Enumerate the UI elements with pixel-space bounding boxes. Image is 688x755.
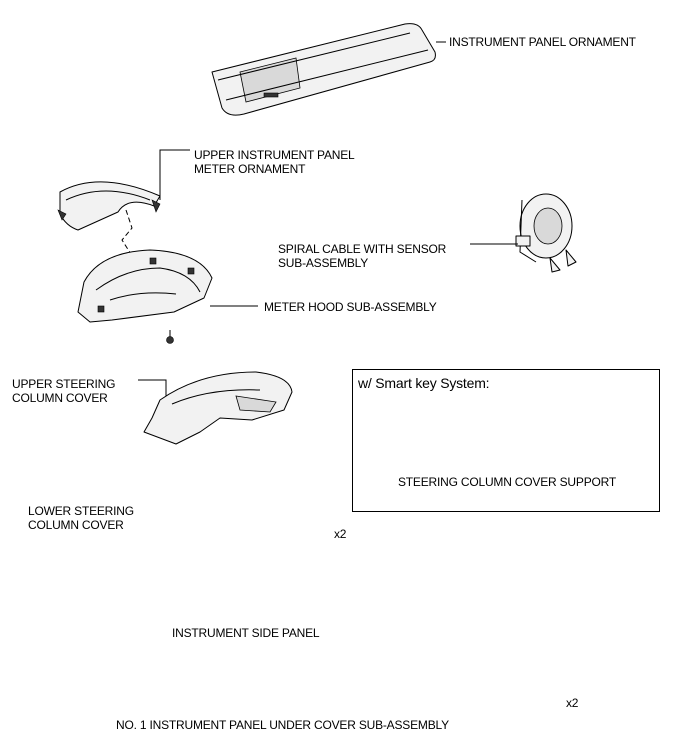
lower-column-cover-label-line2: COLUMN COVER	[28, 518, 124, 532]
smart-key-box	[352, 369, 660, 512]
lower-column-cover-label-line1: LOWER STEERING	[28, 504, 134, 518]
upper-meter-ornament-label-line2: METER ORNAMENT	[194, 162, 306, 176]
lower-cover-quantity: x2	[334, 527, 347, 541]
spiral-cable-label-line1: SPIRAL CABLE WITH SENSOR	[278, 242, 447, 256]
instrument-panel-ornament-part	[211, 23, 446, 116]
upper-column-cover-label-line2: COLUMN COVER	[12, 391, 108, 405]
upper-meter-ornament-label-line1: UPPER INSTRUMENT PANEL	[194, 148, 355, 162]
upper-column-cover-label-line1: UPPER STEERING	[12, 377, 116, 391]
upper-meter-ornament-part	[57, 149, 190, 301]
spiral-cable-label-line2: SUB-ASSEMBLY	[278, 256, 369, 270]
spiral-cable-part	[470, 193, 577, 273]
smart-key-box-title: w/ Smart key System:	[358, 375, 490, 391]
meter-hood-label: METER HOOD SUB-ASSEMBLY	[264, 300, 437, 314]
steering-column-cover-support-label: STEERING COLUMN COVER SUPPORT	[398, 475, 617, 489]
instrument-side-panel-label: INSTRUMENT SIDE PANEL	[172, 626, 320, 640]
instrument-panel-ornament-label: INSTRUMENT PANEL ORNAMENT	[449, 35, 636, 49]
under-cover-quantity: x2	[566, 696, 579, 710]
under-cover-label: NO. 1 INSTRUMENT PANEL UNDER COVER SUB-A…	[116, 718, 449, 732]
meter-hood-part	[77, 249, 258, 344]
upper-column-cover-part	[138, 371, 293, 445]
